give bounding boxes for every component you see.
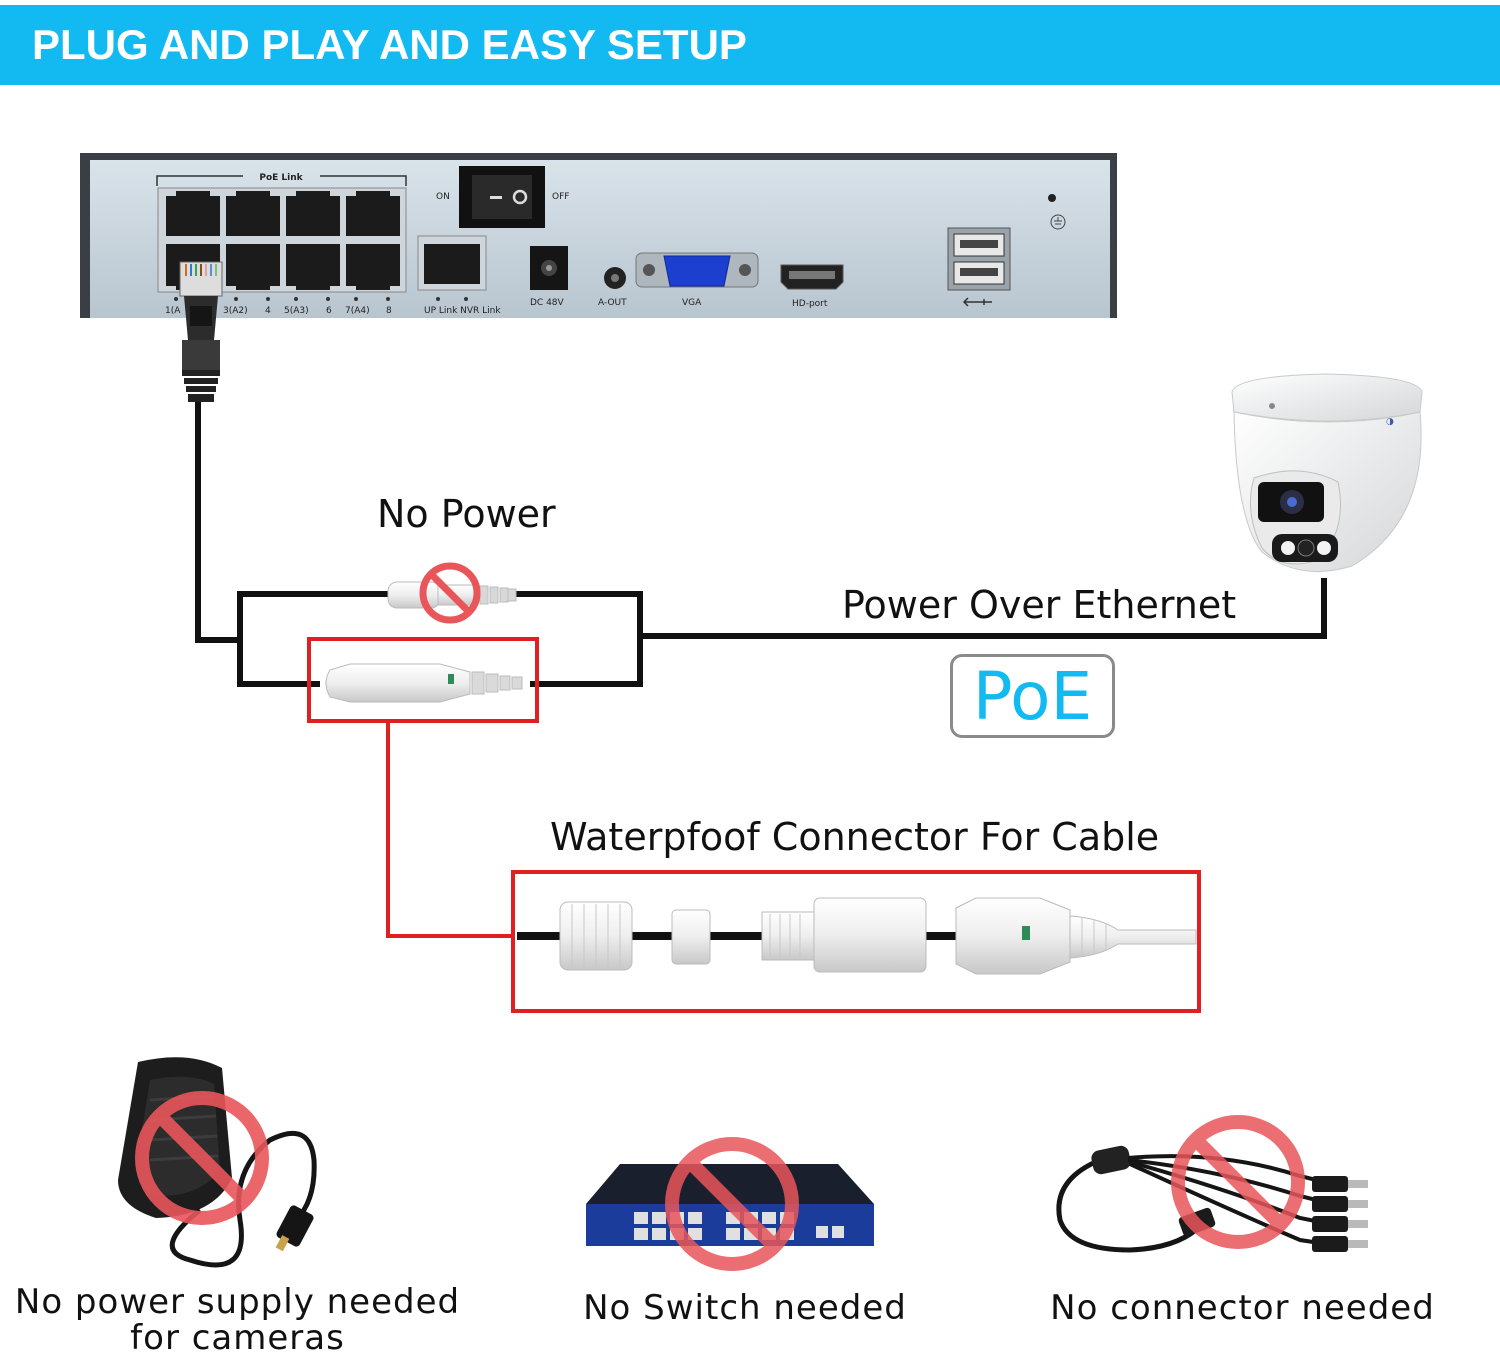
poe-badge: PoE bbox=[950, 654, 1115, 738]
poe-link-label: PoE Link bbox=[259, 173, 303, 183]
waterproof-connector-icon bbox=[517, 897, 1197, 975]
rj45-port-icon bbox=[286, 244, 340, 290]
port-label: 6 bbox=[326, 306, 332, 316]
port-label: 3(A2) bbox=[223, 306, 248, 316]
vga-label: VGA bbox=[682, 298, 702, 308]
dome-camera-icon: ◑ bbox=[1231, 373, 1423, 572]
port-number-labels: 1(A 3(A2) 4 5(A3) 6 7(A4) 8 bbox=[165, 306, 392, 316]
caption-switch: No Switch needed bbox=[583, 1288, 907, 1328]
hdmi-label: HD-port bbox=[792, 299, 828, 309]
prohibited-icon bbox=[665, 1137, 799, 1271]
caption-line: for cameras bbox=[130, 1318, 345, 1358]
poe-line-label: Power Over Ethernet bbox=[842, 583, 1237, 627]
switch-on-label: ON bbox=[436, 192, 450, 202]
caption-connector: No connector needed bbox=[1050, 1288, 1435, 1328]
dc-power-port-icon: DC 48V bbox=[530, 246, 568, 308]
rj45-connector-icon bbox=[325, 663, 523, 703]
rj45-port-icon bbox=[346, 191, 400, 236]
rj45-port-icon bbox=[286, 191, 340, 236]
waterproof-label: Waterpfoof Connector For Cable bbox=[550, 815, 1160, 859]
port-label: 4 bbox=[265, 306, 271, 316]
rj45-port-icon bbox=[226, 191, 280, 236]
uplink-port-icon: UP Link NVR Link bbox=[417, 235, 501, 316]
highlight-box-waterproof bbox=[511, 870, 1201, 1013]
header-banner: PLUG AND PLAY AND EASY SETUP bbox=[0, 5, 1500, 85]
poe-badge-text: PoE bbox=[972, 658, 1093, 735]
caption-line: No power supply needed bbox=[14, 1282, 461, 1322]
switch-off-label: OFF bbox=[552, 192, 569, 202]
prohibited-icon bbox=[135, 1091, 269, 1225]
rj45-port-icon bbox=[346, 244, 400, 290]
power-switch-icon: ON OFF bbox=[436, 166, 569, 228]
aout-label: A-OUT bbox=[598, 298, 627, 308]
no-power-label: No Power bbox=[377, 492, 556, 536]
prohibited-icon bbox=[1171, 1115, 1305, 1249]
port-label: 7(A4) bbox=[345, 306, 370, 316]
hdmi-port-icon: HD-port bbox=[780, 264, 844, 309]
poe-ports bbox=[166, 191, 400, 290]
audio-out-port-icon: A-OUT bbox=[598, 267, 627, 308]
rj45-port-icon bbox=[166, 191, 220, 236]
nvr-back-panel: PoE Link 1(A 3(A2) 4 5(A3) 6 7(A4) 8 bbox=[80, 153, 1117, 318]
banner-title: PLUG AND PLAY AND EASY SETUP bbox=[32, 21, 747, 68]
poe-cable bbox=[195, 402, 1327, 687]
port-label: 5(A3) bbox=[284, 306, 309, 316]
caption-power-supply: No power supply needed for cameras bbox=[0, 1284, 475, 1356]
callout-line bbox=[386, 721, 515, 938]
highlight-box-rj45 bbox=[307, 637, 539, 723]
prohibited-icon bbox=[419, 562, 481, 624]
dc-label: DC 48V bbox=[530, 298, 565, 308]
svg-text:◑: ◑ bbox=[1386, 417, 1394, 427]
port-label: 8 bbox=[386, 306, 392, 316]
ethernet-plug-icon bbox=[179, 261, 223, 402]
rj45-port-icon bbox=[226, 244, 280, 290]
port-label: 1(A bbox=[165, 306, 181, 316]
vga-port-icon: VGA bbox=[635, 252, 759, 308]
usb-ports-icon bbox=[947, 227, 1011, 307]
ground-icon bbox=[1050, 214, 1066, 230]
uplink-label: UP Link NVR Link bbox=[424, 306, 501, 316]
